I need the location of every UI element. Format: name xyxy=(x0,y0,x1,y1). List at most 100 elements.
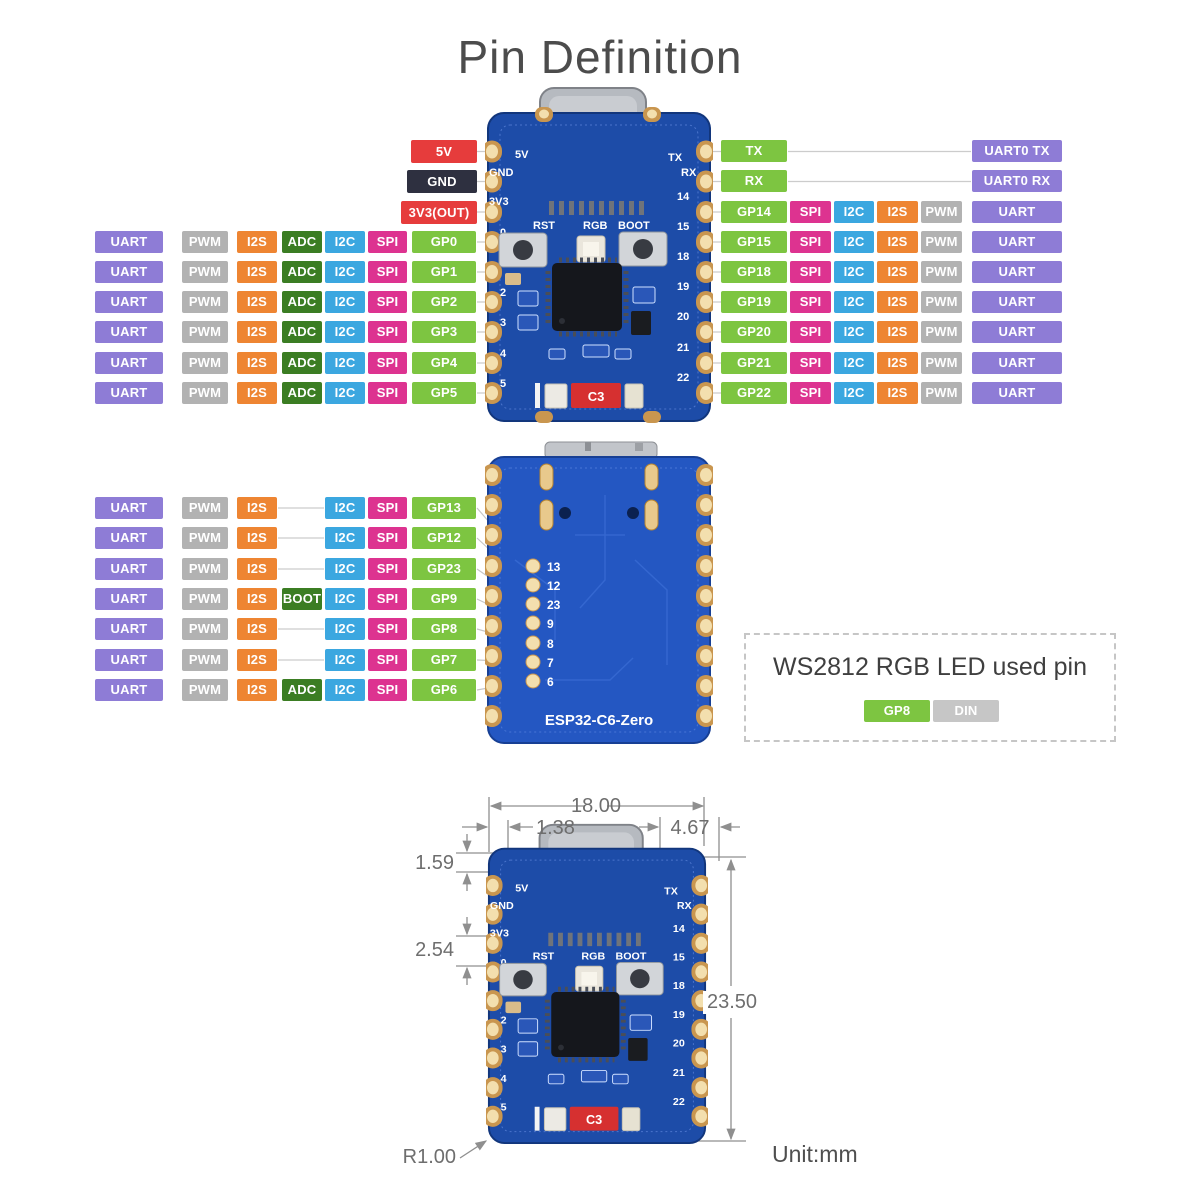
back-pad-label-9: 9 xyxy=(547,617,554,631)
badge-adc: ADC xyxy=(282,382,322,404)
svg-text:22: 22 xyxy=(673,1096,685,1108)
silk-label-14: 14 xyxy=(677,191,690,203)
silk-label-5v: 5V xyxy=(515,149,529,161)
svg-text:15: 15 xyxy=(673,952,685,964)
badge-i2s: I2S xyxy=(237,618,277,640)
dim-corner-radius: R1.00 xyxy=(402,1146,456,1168)
silk-label-19: 19 xyxy=(677,281,689,293)
badge-adc: ADC xyxy=(282,352,322,374)
board-back-photo: 13 12 23 9 8 7 6 ESP32-C6-Zero xyxy=(482,440,716,745)
badge-pwm: PWM xyxy=(182,527,228,549)
badge-i2s: I2S xyxy=(877,231,918,253)
badge-i2c: I2C xyxy=(325,527,365,549)
badge-pwm: PWM xyxy=(182,291,228,313)
silk-label-22: 22 xyxy=(677,372,689,384)
badge-i2s: I2S xyxy=(237,558,277,580)
badge-pwm: PWM xyxy=(921,321,962,343)
badge-pwm: PWM xyxy=(182,352,228,374)
castellated-pads-left xyxy=(482,140,502,404)
silk-label-3: 3 xyxy=(500,317,506,329)
badge-spi: SPI xyxy=(368,679,407,701)
badge-pwm: PWM xyxy=(921,261,962,283)
badge-uart: UART xyxy=(972,352,1062,374)
silk-label-5v: 5V xyxy=(515,883,528,895)
back-pad-label-23: 23 xyxy=(547,598,561,612)
badge-pwm: PWM xyxy=(182,618,228,640)
badge-uart: UART xyxy=(95,649,163,671)
badge-i2s: I2S xyxy=(877,291,918,313)
silk-label-boot: BOOT xyxy=(618,220,650,232)
back-through-hole-pads xyxy=(525,558,541,689)
badge-i2s: I2S xyxy=(237,261,277,283)
back-pad-label-7: 7 xyxy=(547,656,554,670)
badge-uart: UART xyxy=(972,382,1062,404)
page-title: Pin Definition xyxy=(457,31,743,83)
back-pad-label-13: 13 xyxy=(547,560,561,574)
svg-text:18: 18 xyxy=(673,980,685,992)
badge-i2c: I2C xyxy=(325,321,365,343)
badge-uart0-tx: UART0 TX xyxy=(972,140,1062,162)
badge-gp0: GP0 xyxy=(412,231,476,253)
pcb-body-back xyxy=(487,456,711,744)
badge-pwm: PWM xyxy=(182,321,228,343)
badge-i2c: I2C xyxy=(834,201,874,223)
badge-spi: SPI xyxy=(368,231,407,253)
badge-gp21: GP21 xyxy=(721,352,787,374)
badge-i2s: I2S xyxy=(237,649,277,671)
svg-text:20: 20 xyxy=(673,1038,685,1050)
dim-offset-left: 1.38 xyxy=(536,817,575,839)
badge-pwm: PWM xyxy=(921,291,962,313)
dim-offset-right: 4.67 xyxy=(670,817,710,839)
dim-unit: Unit:mm xyxy=(772,1141,858,1167)
castellated-pads-left xyxy=(482,464,502,727)
badge-i2c: I2C xyxy=(834,321,874,343)
castellated-pads-right xyxy=(696,140,716,404)
silk-label-15: 15 xyxy=(677,221,689,233)
badge-3v3-out-: 3V3(OUT) xyxy=(401,201,477,224)
badge-spi: SPI xyxy=(368,321,407,343)
badge-adc: ADC xyxy=(282,679,322,701)
badge-spi: SPI xyxy=(790,321,831,343)
badge-uart: UART xyxy=(95,588,163,610)
badge-pwm: PWM xyxy=(182,679,228,701)
badge-i2c: I2C xyxy=(325,618,365,640)
dim-height: 23.50 xyxy=(703,991,761,1014)
badge-adc: ADC xyxy=(282,321,322,343)
badge-i2s: I2S xyxy=(877,321,918,343)
badge-gp23: GP23 xyxy=(412,558,476,580)
badge-adc: ADC xyxy=(282,261,322,283)
silk-label-3v3: 3V3 xyxy=(489,196,509,208)
badge-spi: SPI xyxy=(368,382,407,404)
badge-spi: SPI xyxy=(790,231,831,253)
badge-5v: 5V xyxy=(411,140,477,163)
badge-pwm: PWM xyxy=(182,649,228,671)
badge-uart: UART xyxy=(972,321,1062,343)
esp32-chip xyxy=(552,263,622,331)
badge-spi: SPI xyxy=(790,201,831,223)
badge-gp3: GP3 xyxy=(412,321,476,343)
badge-pwm: PWM xyxy=(182,261,228,283)
silk-label-rx: RX xyxy=(681,167,697,179)
badge-i2s: I2S xyxy=(237,588,277,610)
badge-uart: UART xyxy=(95,352,163,374)
badge-i2s: I2S xyxy=(237,382,277,404)
svg-text:5: 5 xyxy=(501,1102,507,1114)
silk-label-gnd: GND xyxy=(490,900,514,912)
badge-i2c: I2C xyxy=(325,291,365,313)
badge-gp5: GP5 xyxy=(412,382,476,404)
svg-text:TX: TX xyxy=(664,886,678,898)
badge-pwm: PWM xyxy=(182,497,228,519)
badge-pwm: PWM xyxy=(182,382,228,404)
board-name-label: ESP32-C6-Zero xyxy=(545,712,653,729)
badge-uart: UART xyxy=(95,261,163,283)
badge-uart: UART xyxy=(972,291,1062,313)
silk-label-2: 2 xyxy=(500,287,506,299)
badge-spi: SPI xyxy=(790,352,831,374)
back-pad-label-12: 12 xyxy=(547,579,561,593)
badge-i2s: I2S xyxy=(877,201,918,223)
badge-pwm: PWM xyxy=(921,382,962,404)
badge-spi: SPI xyxy=(368,352,407,374)
ws2812-info-box: WS2812 RGB LED used pin GP8 DIN xyxy=(744,633,1116,742)
badge-adc: ADC xyxy=(282,231,322,253)
badge-gp22: GP22 xyxy=(721,382,787,404)
